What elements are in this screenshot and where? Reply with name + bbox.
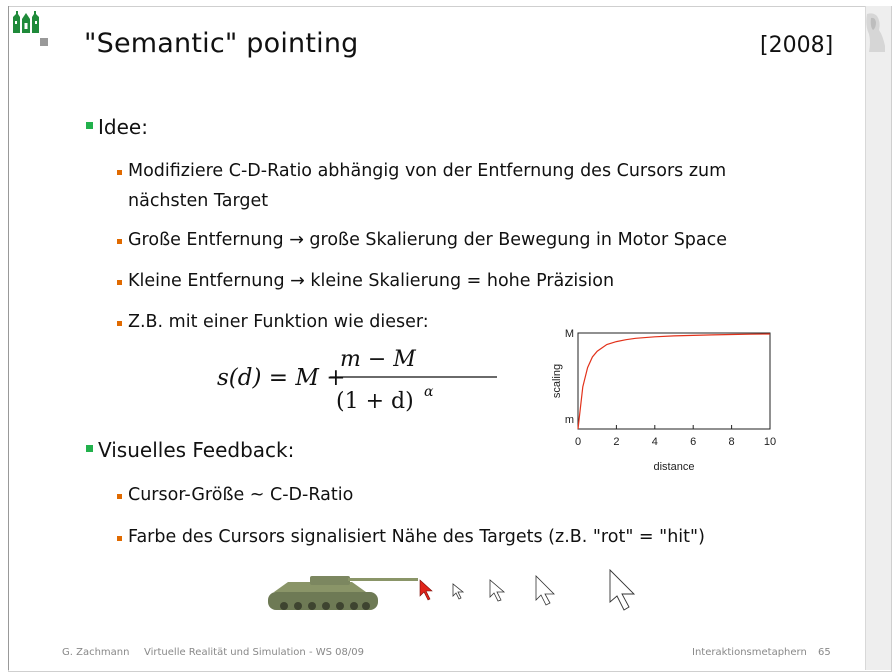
slide-left-border: [8, 6, 9, 670]
chart-plot-frame: [577, 332, 771, 430]
cursor-medium-icon: [489, 579, 506, 602]
chart-x-tick-label: 8: [729, 436, 735, 448]
formula-denominator: (1 + d): [336, 389, 414, 414]
bullet-marker: [117, 321, 122, 326]
scaling-chart: 0 2 4 6 8 10 m M distance scaling: [551, 328, 776, 473]
bullet-marker: [117, 239, 122, 244]
university-logo-icon: [10, 9, 42, 37]
tank-icon: [268, 576, 418, 610]
slide-right-strip: [865, 6, 891, 670]
bullet-idea-1-line1: Modifiziere C-D-Ratio abhängig von der E…: [128, 161, 727, 181]
cursor-small-icon: [452, 583, 465, 600]
logo-square: [40, 38, 48, 46]
chart-y-tick-label: m: [565, 414, 574, 426]
bullet-idea-4: Z.B. mit einer Funktion wie dieser:: [128, 312, 429, 332]
cursor-xlarge-icon: [609, 568, 636, 611]
footer-course: Virtuelle Realität und Simulation - WS 0…: [144, 647, 364, 658]
bullet-idea-3: Kleine Entfernung → kleine Skalierung = …: [128, 271, 615, 291]
bullet-marker: [117, 494, 122, 499]
chart-x-tick-label: 6: [690, 436, 696, 448]
footer-page-number: 65: [818, 647, 831, 658]
cursor-illustration: [268, 568, 636, 611]
scaling-formula: s(d) = M + m − M (1 + d) α: [217, 347, 497, 414]
chart-x-tick-label: 10: [764, 436, 776, 448]
chart-y-label: scaling: [551, 364, 563, 398]
bullet-marker: [117, 280, 122, 285]
bullet-idea: Idee:: [98, 115, 148, 139]
formula-lhs: s(d) = M +: [217, 365, 346, 391]
formula-exponent: α: [424, 384, 434, 400]
footer-author: G. Zachmann: [62, 647, 130, 658]
chart-x-tick-label: 2: [613, 436, 619, 448]
bullet-marker: [117, 536, 122, 541]
bullet-feedback-2: Farbe des Cursors signalisiert Nähe des …: [128, 527, 705, 547]
formula-numerator: m − M: [340, 347, 416, 372]
cursor-large-icon: [535, 575, 555, 606]
chart-series-line: [577, 333, 771, 430]
footer-section: Interaktionsmetaphern: [692, 647, 807, 658]
bullet-marker: [86, 445, 93, 452]
bullet-marker: [86, 122, 93, 129]
bullet-feedback: Visuelles Feedback:: [98, 438, 295, 462]
hit-cursor-icon: [419, 579, 433, 601]
chart-x-tick-label: 4: [652, 436, 658, 448]
chart-x-tick-label: 0: [575, 436, 581, 448]
slide-title: "Semantic" pointing: [84, 28, 359, 59]
bullet-idea-1-line2: nächsten Target: [128, 191, 269, 211]
chart-x-label: distance: [654, 461, 695, 473]
bullet-idea-2: Große Entfernung → große Skalierung der …: [128, 230, 728, 250]
slide-year: [2008]: [760, 33, 834, 58]
bullet-marker: [117, 170, 122, 175]
chart-y-tick-label: M: [565, 328, 574, 340]
portrait-corner-icon: [866, 13, 885, 52]
bullet-feedback-1: Cursor-Größe ~ C-D-Ratio: [128, 485, 354, 505]
